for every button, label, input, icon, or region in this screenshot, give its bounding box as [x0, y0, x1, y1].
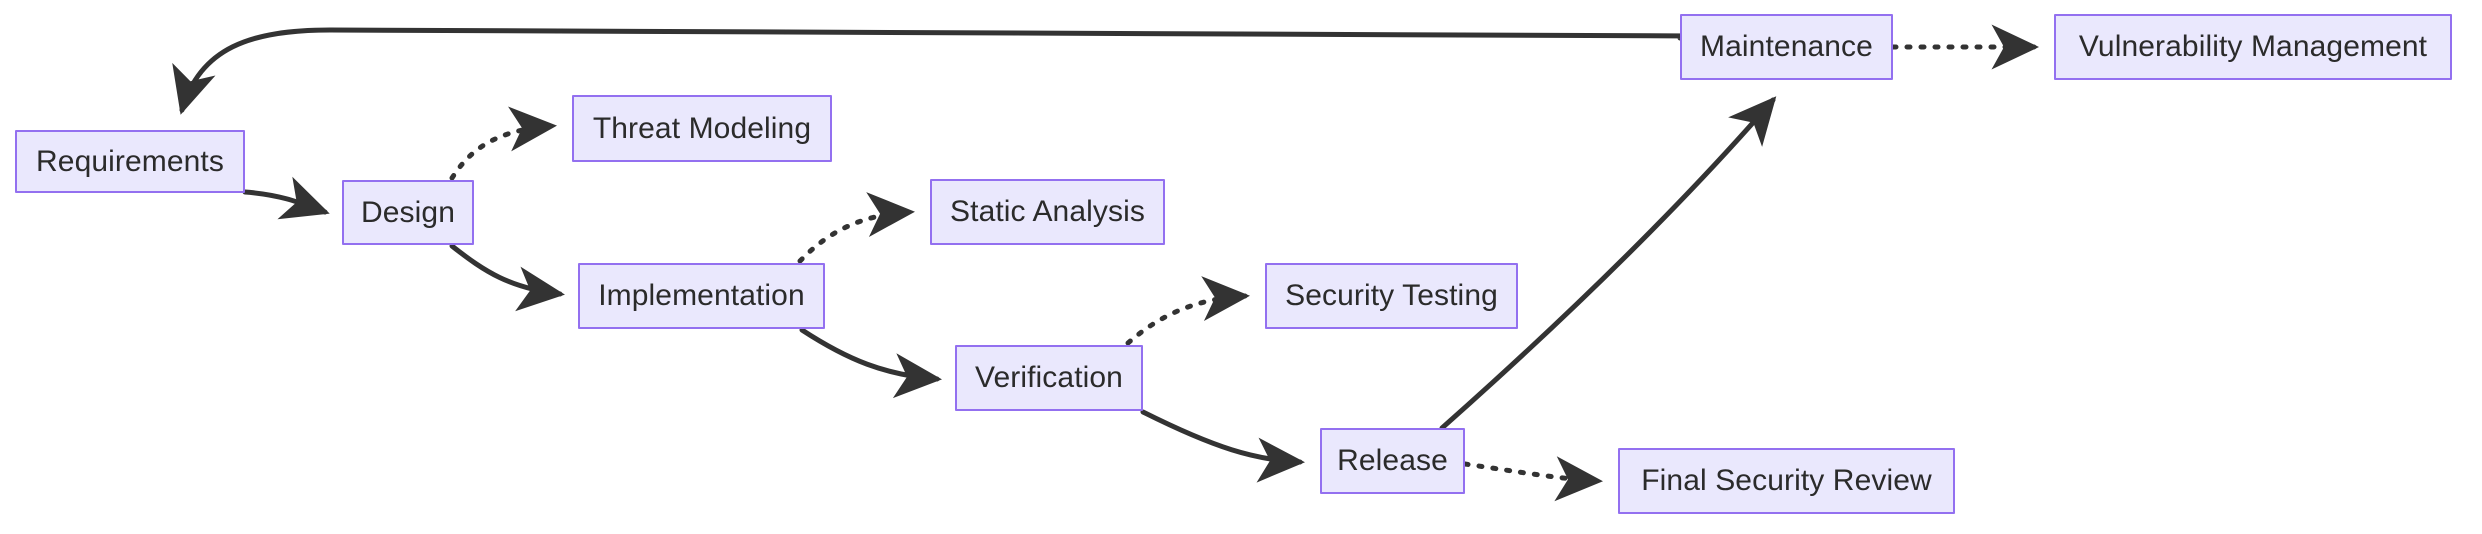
node-implementation[interactable]: Implementation: [578, 263, 825, 329]
node-vulnerability-management[interactable]: Vulnerability Management: [2054, 14, 2452, 80]
node-static-analysis[interactable]: Static Analysis: [930, 179, 1165, 245]
edge-release-to-final-security-review: [1462, 456, 1603, 502]
edge-verification-to-release: [1140, 409, 1305, 483]
edge-verification-to-security-testing: [1125, 276, 1250, 346]
node-threat-modeling-label: Threat Modeling: [592, 111, 812, 145]
node-maintenance-label: Maintenance: [1700, 30, 1873, 63]
edge-implementation-to-verification: [799, 327, 942, 399]
edge-maintenance-to-requirements: [172, 27, 1696, 115]
node-threat-modeling[interactable]: Threat Modeling: [572, 95, 832, 162]
node-vulnerability-management-label: Vulnerability Management: [2078, 30, 2428, 63]
node-verification-label: Verification: [975, 361, 1123, 394]
node-design[interactable]: Design: [342, 180, 474, 245]
node-final-security-review[interactable]: Final Security Review: [1618, 448, 1955, 514]
edge-design-to-implementation: [449, 243, 565, 312]
node-security-testing[interactable]: Security Testing: [1265, 263, 1518, 329]
node-release-label: Release: [1337, 444, 1448, 477]
node-maintenance[interactable]: Maintenance: [1680, 14, 1893, 80]
edge-release-to-maintenance: [1439, 96, 1777, 431]
node-verification[interactable]: Verification: [955, 345, 1143, 411]
node-release[interactable]: Release: [1320, 428, 1465, 494]
edge-requirements-to-design: [242, 176, 330, 220]
node-security-testing-label: Security Testing: [1285, 279, 1498, 312]
node-design-label: Design: [361, 195, 455, 229]
node-implementation-label: Implementation: [598, 279, 805, 312]
edge-implementation-to-static-analysis: [797, 192, 915, 264]
edge-design-to-threat-modeling: [449, 106, 557, 181]
node-static-analysis-label: Static Analysis: [950, 195, 1145, 228]
node-requirements-label: Requirements: [36, 144, 224, 178]
node-requirements[interactable]: Requirements: [15, 130, 245, 193]
node-final-security-review-label: Final Security Review: [1641, 464, 1932, 497]
